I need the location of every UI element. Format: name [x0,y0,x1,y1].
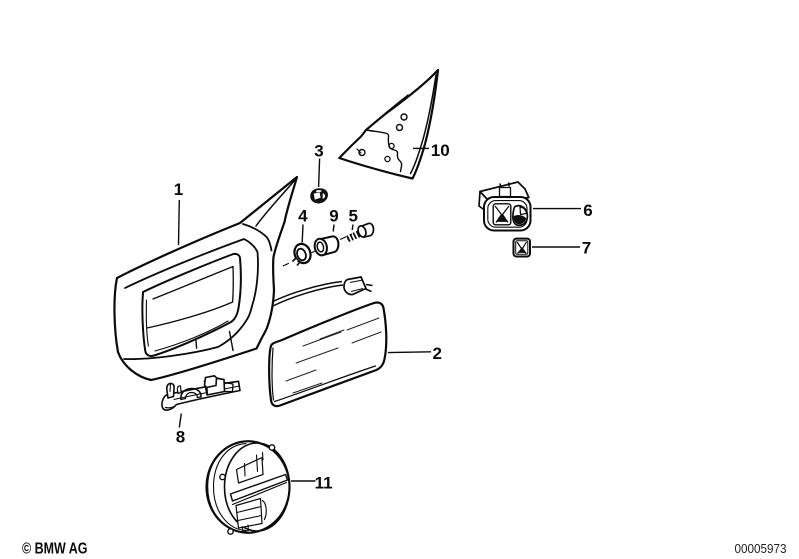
svg-text:2: 2 [432,344,441,363]
svg-text:9: 9 [329,207,338,226]
svg-text:5: 5 [348,207,357,226]
svg-text:4: 4 [298,207,308,226]
svg-text:8: 8 [176,428,185,447]
svg-text:3: 3 [314,142,323,161]
svg-text:11: 11 [315,474,333,493]
svg-text:10: 10 [431,141,450,160]
svg-text:00005973: 00005973 [735,541,787,556]
svg-text:© BMW AG: © BMW AG [22,541,88,558]
svg-text:7: 7 [582,239,591,258]
svg-text:6: 6 [583,201,592,220]
svg-text:1: 1 [174,180,183,199]
